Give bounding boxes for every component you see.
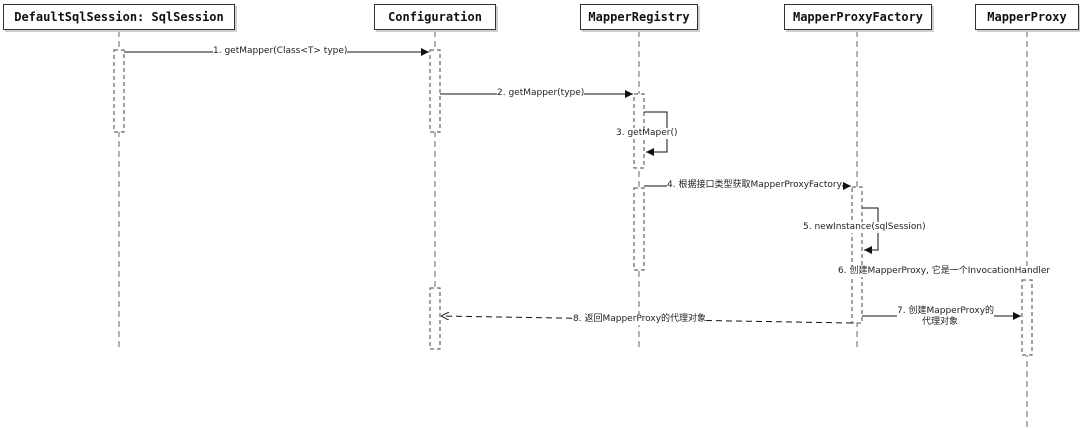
message-8-label: 8. 返回MapperProxy的代理对象 — [573, 314, 707, 325]
actor-configuration: Configuration — [374, 4, 496, 30]
message-3-label: 3. getMaper() — [616, 128, 678, 139]
message-5-label: 5. newInstance(sqlSession) — [803, 222, 926, 233]
message-7-label-line1: 7. 创建MapperProxy的 — [897, 306, 995, 317]
message-4-label: 4. 根据接口类型获取MapperProxyFactory — [667, 180, 842, 191]
actor-defaultsqlsession: DefaultSqlSession: SqlSession — [3, 4, 235, 30]
activation-bar-configuration-2 — [429, 287, 441, 350]
actor-mapperproxy: MapperProxy — [975, 4, 1079, 30]
message-2-label: 2. getMapper(type) — [497, 88, 585, 99]
activation-bar-mapperproxy — [1021, 279, 1033, 356]
activation-bar-mapperproxyfactory — [851, 186, 863, 324]
message-1-label: 1. getMapper(Class<T> type) — [213, 46, 348, 57]
message-7-label-line2: 代理对象 — [922, 317, 959, 328]
activation-bar-sqlsession — [113, 49, 125, 133]
actor-mapperproxyfactory: MapperProxyFactory — [784, 4, 932, 30]
activation-bar-configuration-1 — [429, 49, 441, 133]
message-6-label: 6. 创建MapperProxy, 它是一个InvocationHandler — [838, 266, 1051, 277]
actor-mapperregistry: MapperRegistry — [580, 4, 698, 30]
activation-bar-mapperregistry-2 — [633, 187, 645, 271]
